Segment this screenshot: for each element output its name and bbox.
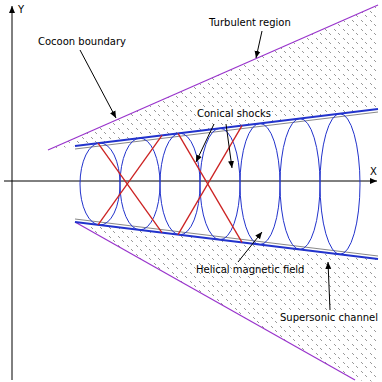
field-loop: [80, 143, 120, 225]
field-loop: [120, 138, 160, 230]
leader-lines: [80, 31, 330, 310]
field-loop: [160, 133, 200, 235]
callout-label: Supersonic channel: [279, 312, 379, 324]
shock-line: [178, 126, 242, 235]
channel-wall: [75, 222, 378, 259]
field-loop: [280, 119, 320, 250]
callout-label: Conical shocks: [196, 108, 272, 120]
callout-label: Turbulent region: [208, 17, 292, 29]
turbulent-hatching: [48, 5, 378, 382]
shock-line: [98, 143, 162, 232]
conical-shocks: [98, 126, 242, 243]
cocoon-line: [48, 5, 378, 150]
field-loop: [240, 123, 280, 244]
axis-label: X: [370, 166, 377, 178]
shock-line: [98, 135, 162, 224]
callout-label: Cocoon boundary: [38, 36, 126, 48]
x-axis: [4, 181, 377, 182]
helical-field: [80, 114, 360, 255]
y-axis: [12, 6, 13, 380]
axis-label: Y: [18, 4, 24, 16]
field-loop: [200, 128, 240, 239]
shock-line: [178, 133, 242, 242]
field-loop: [320, 114, 360, 255]
cocoon-line: [75, 222, 355, 380]
callout-label: Helical magnetic field: [196, 264, 304, 276]
